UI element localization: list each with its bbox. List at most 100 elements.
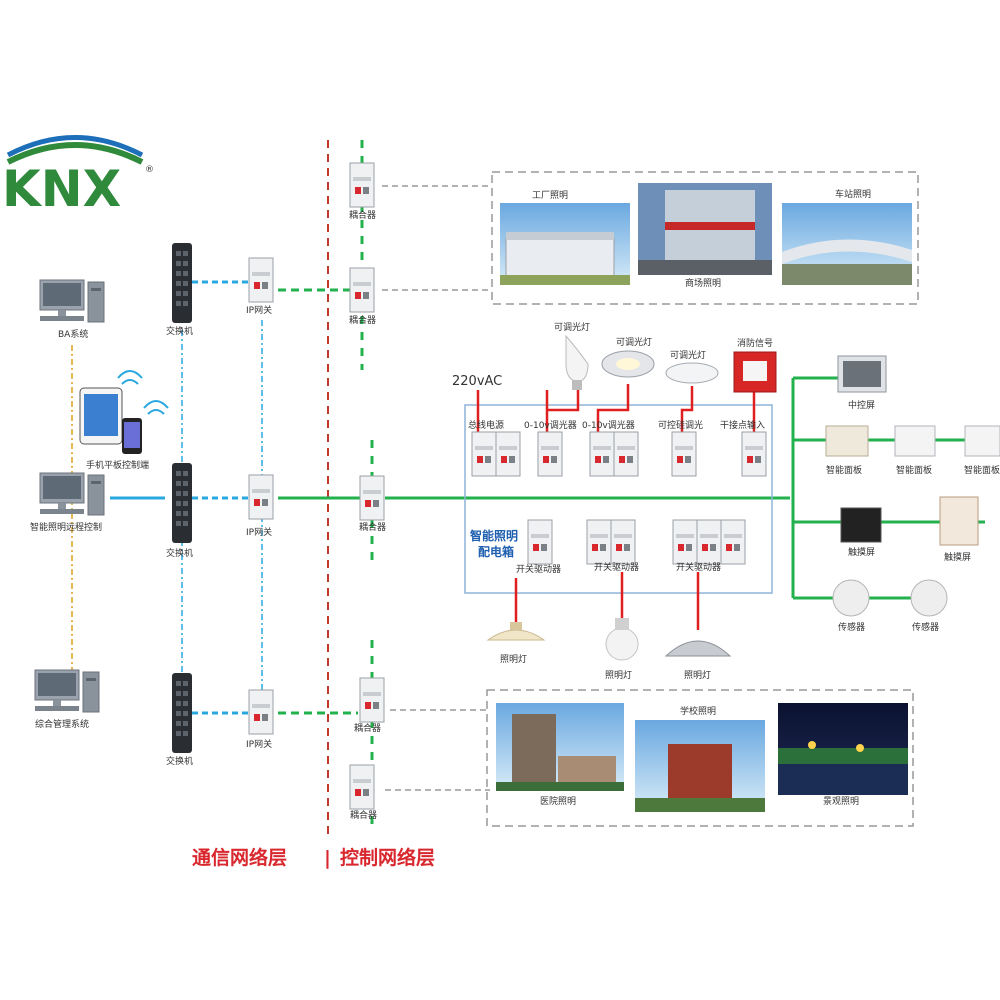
switch-icon: [172, 463, 192, 543]
touch-screen-label: 触摸屏: [848, 546, 875, 558]
ba-system-label: BA系统: [58, 328, 88, 340]
coupler-label: 耦合器: [359, 521, 386, 533]
mall-lighting-photo: [638, 183, 772, 275]
touch-screen-icon: [939, 496, 979, 546]
scene-label-school: 学校照明: [680, 705, 716, 717]
switch-actuator-label: 开关驱动器: [516, 563, 561, 575]
ba-system-computer-icon: [39, 279, 105, 323]
smart-panel-label: 智能面板: [896, 464, 932, 476]
module-label: 0-10v调光器: [524, 419, 577, 431]
thyristor-dimmer-module-icon: [671, 431, 697, 477]
switch-actuator-icon: [720, 519, 746, 565]
candle-bulb-icon: [565, 334, 589, 390]
coupler-icon: [359, 677, 385, 723]
ip-gateway-label: IP网关: [246, 304, 272, 316]
switch-icon: [172, 673, 192, 753]
lamp-label: 照明灯: [684, 670, 711, 681]
panel-light-icon: [665, 362, 719, 384]
scene-label-factory: 工厂照明: [532, 190, 568, 201]
bus-power-module-icon: [495, 431, 521, 477]
cabinet-title-line2: 配电箱: [478, 544, 514, 559]
switch-actuator-icon: [610, 519, 636, 565]
switch-actuator-label: 开关驱动器: [676, 561, 721, 573]
lamp-label: 照明灯: [500, 654, 527, 665]
power-line: [547, 390, 580, 412]
switch-actuator-label: 开关驱动器: [594, 561, 639, 573]
knx-logo: KNX ®: [2, 135, 154, 218]
smart-panel-icon: [825, 425, 869, 457]
switch-icon: [172, 243, 192, 323]
management-computer-icon: [34, 669, 100, 713]
module-label: 可控硅调光: [658, 419, 703, 431]
dimmable-light-label: 可调光灯: [616, 336, 652, 348]
ip-gateway-label: IP网关: [246, 526, 272, 538]
fire-signal-label: 消防信号: [737, 337, 773, 349]
landscape-lighting-photo: [778, 703, 908, 795]
dimmer-module-icon: [589, 431, 615, 477]
integrated-management-label: 综合管理系统: [35, 718, 89, 730]
touch-screen-icon: [840, 507, 882, 543]
sensor-label: 传感器: [912, 621, 939, 633]
layer-separator-mark: |: [324, 847, 331, 869]
dimmable-light-label: 可调光灯: [554, 321, 590, 333]
switch-actuator-icon: [696, 519, 722, 565]
coupler-icon: [349, 162, 375, 208]
dimmer-module-icon: [537, 431, 563, 477]
dimmable-light-label: 可调光灯: [670, 349, 706, 361]
switch-label: 交换机: [166, 325, 193, 337]
cabinet-title-line1: 智能照明: [469, 528, 518, 543]
module-label: 0-10v调光器: [582, 419, 635, 431]
downlight-icon: [601, 350, 655, 378]
hospital-lighting-photo: [496, 703, 624, 791]
sensor-icon: [832, 579, 870, 617]
lamp-label: 照明灯: [605, 670, 632, 681]
central-screen-label: 中控屏: [848, 399, 875, 411]
coupler-label: 耦合器: [349, 209, 376, 221]
central-control-screen-icon: [837, 355, 887, 393]
module-label: 总线电源: [468, 419, 504, 431]
coupler-label: 耦合器: [350, 809, 377, 821]
communication-layer-label: 通信网络层: [192, 846, 287, 869]
remote-control-label: 智能照明远程控制: [30, 521, 102, 533]
coupler-icon: [349, 267, 375, 313]
ip-gateway-label: IP网关: [246, 738, 272, 750]
ip-gateway-icon: [248, 689, 274, 735]
sensor-label: 传感器: [838, 621, 865, 633]
school-lighting-photo: [635, 720, 765, 812]
scene-label-mall: 商场照明: [685, 277, 721, 289]
dry-contact-module-icon: [741, 431, 767, 477]
tablet-phone-icon: [79, 370, 169, 454]
mobile-control-label: 手机平板控制端: [86, 459, 149, 471]
scene-label-hospital: 医院照明: [540, 795, 576, 807]
coupler-icon: [359, 475, 385, 521]
module-label: 干接点输入: [720, 419, 765, 431]
control-layer-label: 控制网络层: [340, 846, 435, 869]
station-lighting-photo: [782, 203, 912, 285]
smart-panel-label: 智能面板: [826, 464, 862, 476]
power-line: [680, 386, 694, 432]
dimmer-module-icon: [613, 431, 639, 477]
scene-label-landscape: 景观照明: [823, 796, 859, 807]
bus-power-module-icon: [471, 431, 497, 477]
ufo-lamp-icon: [486, 622, 546, 641]
smart-panel-icon: [964, 425, 1000, 457]
coupler-label: 耦合器: [354, 722, 381, 734]
sensor-icon: [910, 579, 948, 617]
fire-alarm-icon: [733, 351, 777, 393]
logo-text: KNX: [2, 160, 121, 218]
switch-label: 交换机: [166, 755, 193, 767]
touch-screen-label: 触摸屏: [944, 551, 971, 563]
switch-actuator-icon: [586, 519, 612, 565]
smart-panel-icon: [894, 425, 936, 457]
switch-actuator-icon: [672, 519, 698, 565]
power-line: [596, 384, 630, 432]
bulb-lamp-icon: [605, 618, 639, 661]
logo-registered-mark: ®: [145, 165, 154, 175]
highbay-lamp-icon: [664, 640, 732, 657]
top-scene-box: [491, 171, 919, 305]
bottom-scene-box: [486, 689, 914, 827]
ip-gateway-icon: [248, 257, 274, 303]
smart-panel-label: 智能面板: [964, 464, 1000, 476]
coupler-label: 耦合器: [349, 314, 376, 326]
